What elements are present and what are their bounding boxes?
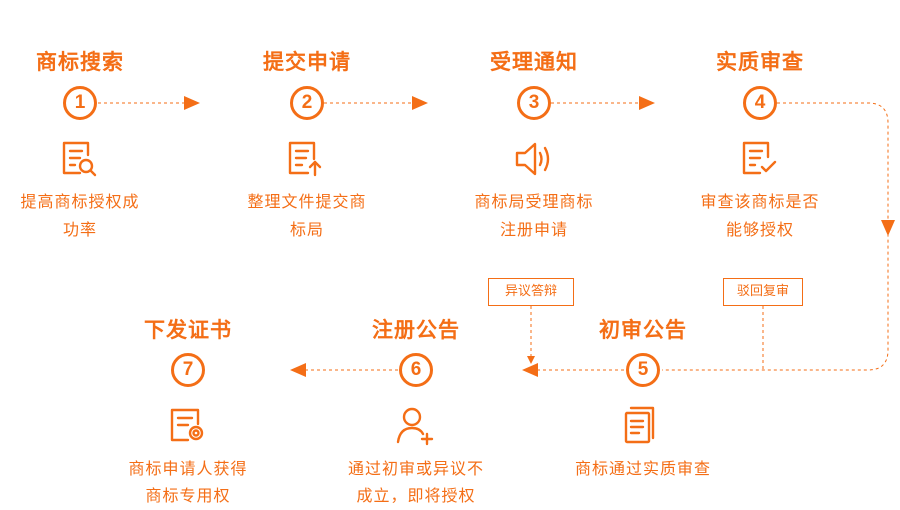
objection-response-label: 异议答辩 <box>488 278 574 306</box>
step-6-description-line-2: 成立，即将授权 <box>356 486 476 505</box>
step-3-description-line-1: 商标局受理商标 <box>474 192 594 211</box>
step-1-number: 1 <box>63 86 97 120</box>
step-1-description-line-2: 功率 <box>62 220 97 239</box>
step-7-number: 7 <box>171 353 205 387</box>
step-6-number: 6 <box>399 353 433 387</box>
step-6-title: 注册公告 <box>372 318 460 342</box>
speaker-icon <box>515 142 550 176</box>
step-3-number: 3 <box>517 86 551 120</box>
step-4-number: 4 <box>743 86 777 120</box>
step-3-description-line-2: 注册申请 <box>499 220 568 239</box>
step-1-description-line-1: 提高商标授权成 <box>20 192 140 211</box>
document-upload-icon <box>288 141 322 177</box>
arrow-to-step-6 <box>522 363 538 377</box>
step-4-title: 实质审查 <box>716 50 804 74</box>
step-5-description-line-1: 商标通过实质审查 <box>574 459 711 478</box>
step-3-title: 受理通知 <box>490 50 578 74</box>
arrow-to-step-7 <box>290 363 306 377</box>
connector-4-5-loop <box>662 102 889 371</box>
step-6-description-line-1: 通过初审或异议不 <box>347 459 484 478</box>
step-7-description-line-2: 商标专用权 <box>145 486 231 505</box>
certificate-icon <box>170 408 204 442</box>
step-5-title: 初审公告 <box>599 318 687 342</box>
step-1-title: 商标搜索 <box>36 50 124 74</box>
rejection-review-label: 驳回复审 <box>723 278 803 306</box>
document-search-icon <box>62 141 97 177</box>
step-2-description-line-2: 标局 <box>289 220 324 239</box>
document-check-icon <box>742 141 777 175</box>
arrow-to-step-4 <box>639 96 655 110</box>
step-2-number: 2 <box>290 86 324 120</box>
documents-stack-icon <box>624 406 655 444</box>
step-2-description-line-1: 整理文件提交商 <box>247 192 367 211</box>
add-user-icon <box>396 407 434 446</box>
arrow-down-right-edge <box>881 220 895 236</box>
step-4-description-line-2: 能够授权 <box>725 220 794 239</box>
step-2-title: 提交申请 <box>263 50 351 74</box>
step-4-description-line-1: 审查该商标是否 <box>700 192 820 211</box>
arrow-objection-down <box>527 356 535 364</box>
arrow-to-step-3 <box>412 96 428 110</box>
step-7-description-line-1: 商标申请人获得 <box>128 459 248 478</box>
step-7-title: 下发证书 <box>144 318 232 342</box>
arrow-to-step-2 <box>184 96 200 110</box>
step-5-number: 5 <box>626 353 660 387</box>
